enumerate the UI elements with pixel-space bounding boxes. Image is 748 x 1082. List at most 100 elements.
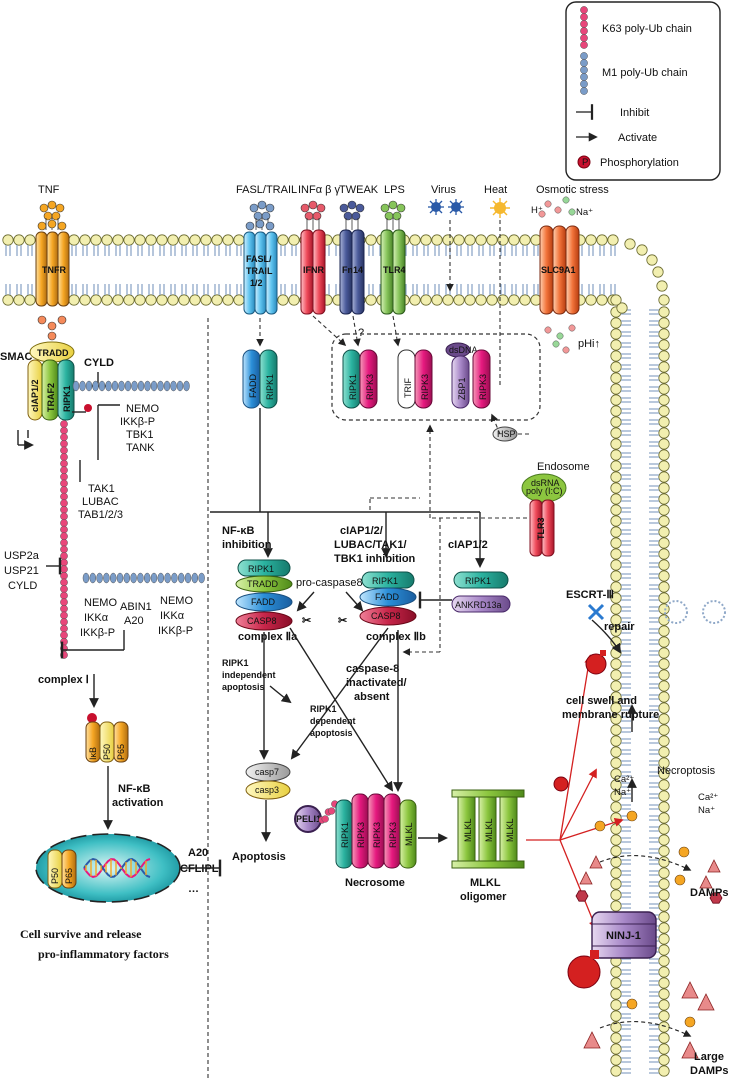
legend-activate-label: Activate xyxy=(618,132,657,144)
svg-text:RIPK3: RIPK3 xyxy=(478,374,488,400)
svg-text:TLR3: TLR3 xyxy=(536,518,546,541)
svg-text:Ca²⁺: Ca²⁺ xyxy=(614,774,634,785)
tnfr-receptor: TNFR xyxy=(35,231,70,307)
svg-text:RIPK1: RIPK1 xyxy=(310,704,337,714)
svg-text:RIPK3: RIPK3 xyxy=(388,822,398,848)
mlkl-oligomer-label-1: MLKL xyxy=(470,877,501,889)
svg-text:RIPK3: RIPK3 xyxy=(356,822,366,848)
ciap-inhibition-2: LUBAC/TAK1/ xyxy=(334,539,407,551)
svg-text:IκB: IκB xyxy=(88,747,98,760)
svg-text:casp7: casp7 xyxy=(255,767,279,777)
question-mark: ? xyxy=(358,327,364,339)
legend-phos-label: Phosphorylation xyxy=(600,157,679,169)
nemo-left-list: NEMO IKKα IKKβ-P xyxy=(80,597,117,639)
svg-text:MLKL: MLKL xyxy=(463,818,473,842)
necrosome-complex: RIPK1 RIPK3 RIPK3 RIPK3 MLKL xyxy=(335,793,417,869)
escrt-scissors-icon xyxy=(587,603,605,621)
svg-text:absent: absent xyxy=(354,691,390,703)
m1-chain-icon xyxy=(580,52,588,95)
smac-label: SMAC xyxy=(0,351,32,363)
heat-icon xyxy=(490,198,510,218)
svg-text:TRIF: TRIF xyxy=(403,378,413,398)
procaspase8-label: pro-caspase8 xyxy=(296,577,363,589)
svg-text:dsDNA: dsDNA xyxy=(449,345,478,355)
svg-text:casp3: casp3 xyxy=(255,785,279,795)
svg-text:NEMO: NEMO xyxy=(160,595,193,607)
svg-text:independent: independent xyxy=(222,670,276,680)
cyld-label: CYLD xyxy=(84,357,114,369)
repair-label: repair xyxy=(604,621,635,633)
svg-text:LUBAC: LUBAC xyxy=(82,496,119,508)
svg-text:cIAP1/2: cIAP1/2 xyxy=(30,379,40,412)
tak-lubac-list: TAK1 LUBAC TAB1/2/3 xyxy=(78,483,123,521)
swell-label-1: cell swell and xyxy=(566,695,637,707)
k63-chain xyxy=(60,420,68,659)
svg-text:FASL/: FASL/ xyxy=(246,254,272,264)
svg-text:IKKα: IKKα xyxy=(84,612,109,624)
svg-text:FADD: FADD xyxy=(248,373,258,398)
svg-text:ABIN1: ABIN1 xyxy=(120,601,152,613)
svg-text:ANKRD13a: ANKRD13a xyxy=(455,600,502,610)
complex-2b-label: complex Ⅱb xyxy=(366,631,426,643)
bomb-icon xyxy=(585,650,607,675)
ciap-right-label: cIAP1/2 xyxy=(448,539,488,551)
fasl-trail-receptor: FASL/ TRAIL 1/2 xyxy=(243,231,278,315)
m1-chain xyxy=(82,572,205,584)
svg-text:A20: A20 xyxy=(124,615,144,627)
svg-text:RIPK3: RIPK3 xyxy=(420,374,430,400)
tnfr-label: TNFR xyxy=(42,265,66,275)
legend-m1-label: M1 poly-Ub chain xyxy=(602,67,688,79)
svg-text:Na⁺: Na⁺ xyxy=(614,787,631,798)
large-damps-label-2: DAMPs xyxy=(690,1065,729,1077)
svg-text:CASP8: CASP8 xyxy=(247,616,277,626)
m1-chain xyxy=(72,380,190,392)
svg-text:PELI1: PELI1 xyxy=(296,814,321,824)
svg-text:Fn14: Fn14 xyxy=(342,265,363,275)
svg-text:dependent: dependent xyxy=(310,716,356,726)
svg-text:IFNR: IFNR xyxy=(303,265,324,275)
slc9a1-transporter: SLC9A1 xyxy=(539,225,580,315)
survive-label-2: pro-inflammatory factors xyxy=(38,947,169,961)
endosome-label: Endosome xyxy=(537,461,590,473)
legend: K63 poly-Ub chain M1 poly-Ub chain Inhib… xyxy=(565,1,721,181)
damps-label: DAMPs xyxy=(690,887,729,899)
svg-text:RIPK1: RIPK1 xyxy=(222,658,249,668)
svg-text:Ca²⁺: Ca²⁺ xyxy=(698,792,718,803)
nucleus: P50 P65 xyxy=(35,833,181,903)
apoptosis-label: Apoptosis xyxy=(232,851,286,863)
svg-text:NINJ-1: NINJ-1 xyxy=(606,930,641,942)
complex-2b: RIPK1 FADD CASP8 xyxy=(359,571,417,626)
scissors-icon: ✂ xyxy=(302,615,311,627)
svg-text:apoptosis: apoptosis xyxy=(310,728,353,738)
svg-text:IKKα: IKKα xyxy=(160,610,185,622)
proton-label: H⁺ xyxy=(531,205,543,216)
ripk1-ankrd13a: RIPK1 ANKRD13a xyxy=(451,571,511,613)
svg-text:NEMO: NEMO xyxy=(126,403,159,415)
svg-text:RIPK1: RIPK1 xyxy=(265,374,275,400)
svg-text:Na⁺: Na⁺ xyxy=(698,805,715,816)
casp7-casp3: casp7 casp3 xyxy=(245,762,291,800)
svg-text:IKKβ-P: IKKβ-P xyxy=(80,627,115,639)
svg-text:RIPK1: RIPK1 xyxy=(62,385,72,412)
nfkb-inhibition-1: NF-κB xyxy=(222,525,254,537)
necroptosis-label: Necroptosis xyxy=(657,765,716,777)
svg-text:P50: P50 xyxy=(102,744,112,760)
legend-inhibit-label: Inhibit xyxy=(620,107,649,119)
abin-list: ABIN1 A20 xyxy=(120,601,152,627)
svg-text:CYLD: CYLD xyxy=(8,580,37,592)
nfkb-activation-label-2: activation xyxy=(112,797,164,809)
fadd-ripk1-upper: FADD RIPK1 xyxy=(242,349,278,409)
svg-text:IKKβ-P: IKKβ-P xyxy=(158,625,193,637)
nfkb-activation-label-1: NF-κB xyxy=(118,783,150,795)
svg-text:RIPK3: RIPK3 xyxy=(365,374,375,400)
ciap-inhibition-3: TBK1 inhibition xyxy=(334,553,416,565)
heat-label: Heat xyxy=(484,184,507,196)
ciap-traf2-ripk1-cluster: cIAP1/2 TRAF2 RIPK1 xyxy=(27,359,75,421)
cflip-label: CFLIPL xyxy=(180,863,219,875)
svg-text:TRADD: TRADD xyxy=(247,579,278,589)
tnf-label: TNF xyxy=(38,184,60,196)
svg-text:TRADD: TRADD xyxy=(37,348,69,358)
svg-text:P: P xyxy=(582,157,588,168)
svg-text:SLC9A1: SLC9A1 xyxy=(541,265,576,275)
